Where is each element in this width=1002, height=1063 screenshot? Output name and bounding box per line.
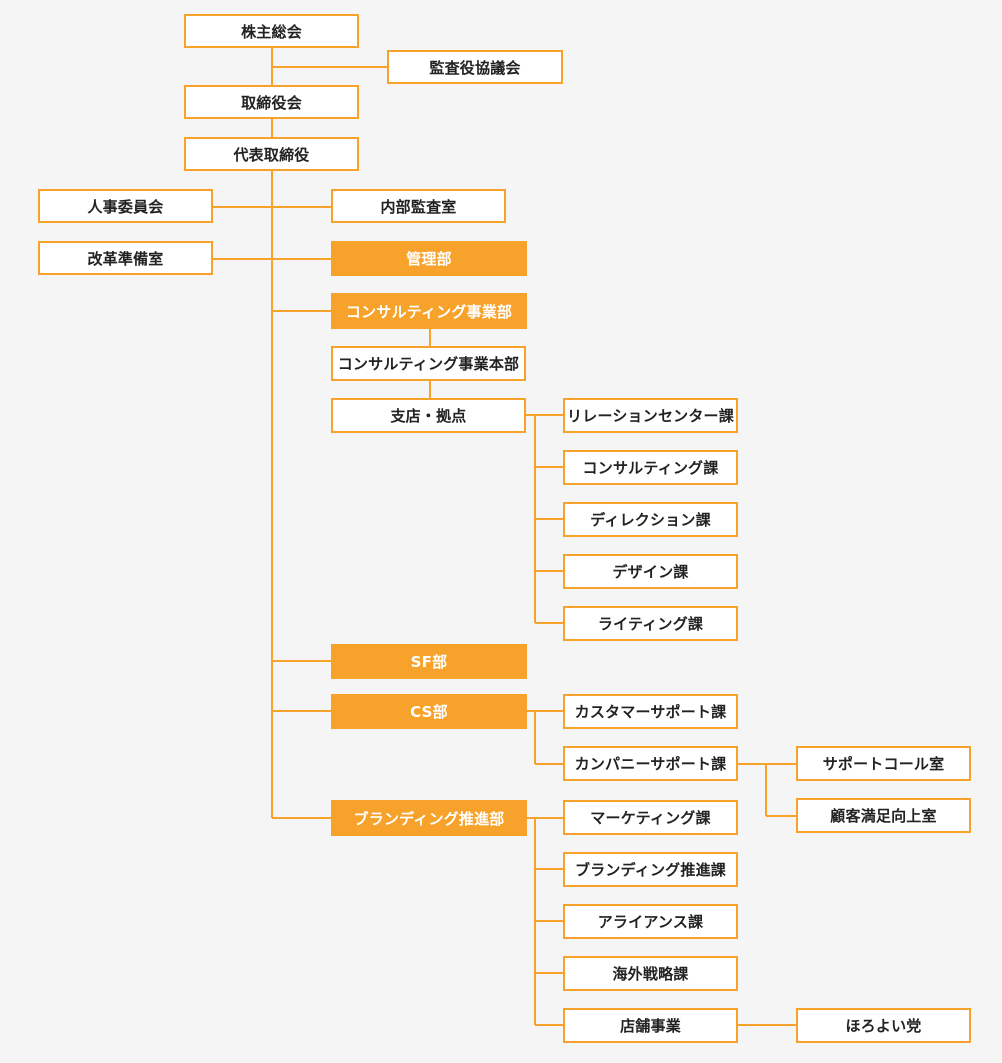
node-consulting-hq: コンサルティング事業本部 (331, 346, 526, 381)
node-direction-section: ディレクション課 (563, 502, 738, 537)
node-horoyoi: ほろよい党 (796, 1008, 971, 1043)
node-internal-audit: 内部監査室 (331, 189, 506, 223)
node-marketing-section: マーケティング課 (563, 800, 738, 835)
node-customer-support: カスタマーサポート課 (563, 694, 738, 729)
node-store-business: 店舗事業 (563, 1008, 738, 1043)
node-writing-section: ライティング課 (563, 606, 738, 641)
node-hr-committee: 人事委員会 (38, 189, 213, 223)
node-support-call: サポートコール室 (796, 746, 971, 781)
node-design-section: デザイン課 (563, 554, 738, 589)
node-representative-director: 代表取締役 (184, 137, 359, 171)
node-cs-dept: CS部 (331, 694, 527, 729)
node-admin-dept: 管理部 (331, 241, 527, 276)
node-alliance-section: アライアンス課 (563, 904, 738, 939)
node-branches: 支店・拠点 (331, 398, 526, 433)
node-reform-office: 改革準備室 (38, 241, 213, 275)
node-company-support: カンパニーサポート課 (563, 746, 738, 781)
node-customer-satisfaction: 顧客満足向上室 (796, 798, 971, 833)
node-board: 取締役会 (184, 85, 359, 119)
node-audit-committee: 監査役協議会 (387, 50, 563, 84)
node-overseas-section: 海外戦略課 (563, 956, 738, 991)
node-branding-dept: ブランディング推進部 (331, 800, 527, 836)
node-branding-section: ブランディング推進課 (563, 852, 738, 887)
node-consulting-section: コンサルティング課 (563, 450, 738, 485)
node-consulting-dept: コンサルティング事業部 (331, 293, 527, 329)
node-relation-center: リレーションセンター課 (563, 398, 738, 433)
node-shareholders-meeting: 株主総会 (184, 14, 359, 48)
node-sf-dept: SF部 (331, 644, 527, 679)
